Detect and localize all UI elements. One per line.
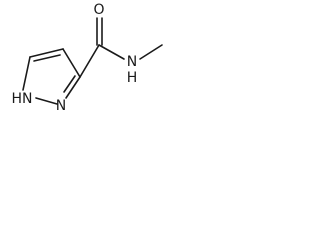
bond-c3-c4 [62, 48, 81, 78]
amide-nitrogen-label: N [127, 54, 137, 70]
bond-carbonyl-n [98, 44, 125, 60]
bond-n1-n2 [35, 97, 58, 105]
bond-c4-c5 [29, 48, 64, 58]
ring-nh-label: HN [12, 91, 33, 107]
bond-n2-c3-inner [63, 75, 76, 93]
bond-c3-carbonyl [79, 44, 100, 78]
bond-n-methyl [139, 44, 163, 60]
bond-c5-n1 [22, 56, 31, 91]
bond-n2-c3 [65, 76, 81, 99]
carbonyl-oxygen-label: O [93, 2, 104, 18]
ring-nitrogen-label: N [56, 98, 66, 114]
n-methyl-pyrazole-3-carboxamide-structure: O N H HN N [12, 2, 163, 114]
amide-hydrogen-label: H [127, 70, 138, 86]
bond-c4-c5-inner [33, 54, 61, 62]
